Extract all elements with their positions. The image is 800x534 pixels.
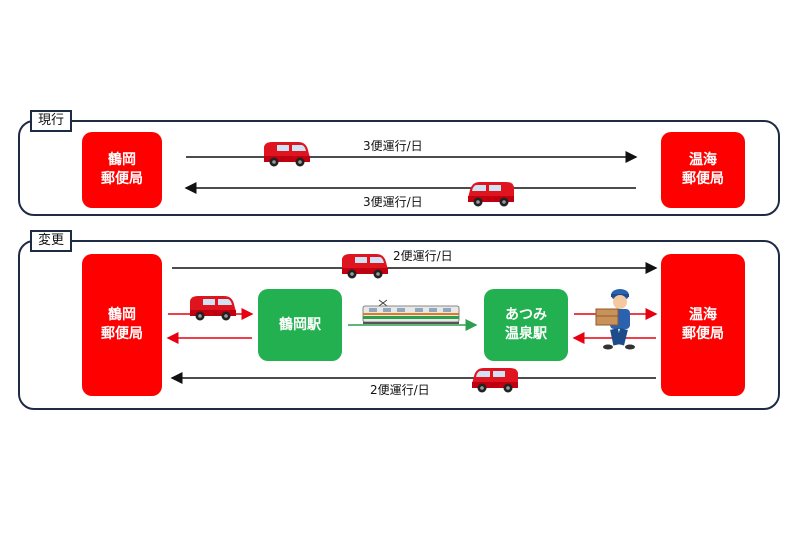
changed-left-office: 鶴岡 郵便局 bbox=[82, 254, 162, 396]
train-icon bbox=[362, 299, 460, 324]
courier-icon bbox=[595, 289, 635, 350]
van-icon bbox=[264, 142, 310, 167]
current-tag: 現行 bbox=[30, 110, 73, 132]
changed-tag: 変更 bbox=[30, 230, 73, 252]
van-icon bbox=[472, 368, 518, 393]
current-route-top-label: 3便運行/日 bbox=[363, 139, 423, 153]
van-icon bbox=[468, 182, 514, 207]
changed-route-bottom-label: 2便運行/日 bbox=[370, 383, 430, 397]
current-left-office: 鶴岡 郵便局 bbox=[82, 132, 162, 208]
current-right-office: 温海 郵便局 bbox=[661, 132, 745, 208]
changed-right-office: 温海 郵便局 bbox=[661, 254, 745, 396]
current-route-bottom-label: 3便運行/日 bbox=[363, 195, 423, 209]
station-atsumi-onsen: あつみ 温泉駅 bbox=[484, 289, 568, 361]
van-icon bbox=[342, 254, 388, 279]
van-icon bbox=[190, 296, 236, 321]
station-tsuruoka: 鶴岡駅 bbox=[258, 289, 342, 361]
changed-route-top-label: 2便運行/日 bbox=[393, 249, 453, 263]
